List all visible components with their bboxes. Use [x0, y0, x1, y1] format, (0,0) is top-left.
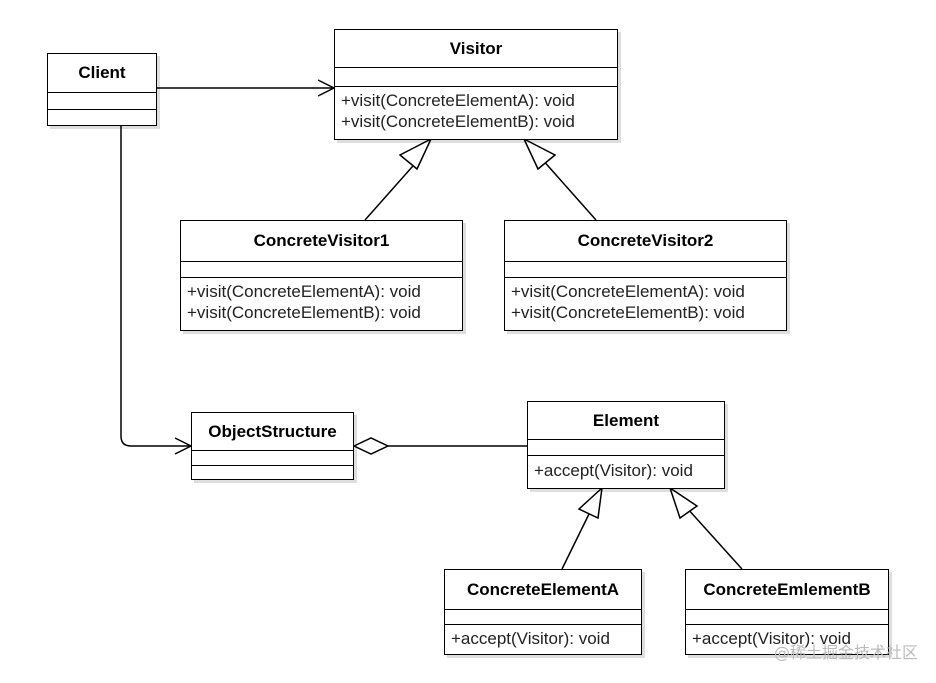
- attributes-section: [192, 451, 353, 466]
- operations-section: +visit(ConcreteElementA): void +visit(Co…: [505, 278, 786, 323]
- operation: +accept(Visitor): void: [451, 629, 610, 648]
- attributes-section: [335, 68, 617, 87]
- operations-section: +visit(ConcreteElementA): void +visit(Co…: [335, 87, 617, 132]
- class-name: ObjectStructure: [192, 413, 353, 451]
- attributes-section: [505, 262, 786, 278]
- class-concrete-element-a: ConcreteElementA +accept(Visitor): void: [444, 569, 642, 655]
- concretevisitor1-generalization-triangle: [398, 137, 433, 171]
- class-concrete-element-b: ConcreteEmlementB +accept(Visitor): void: [685, 569, 889, 655]
- concreteelementb-generalization: [686, 507, 743, 570]
- class-name: ConcreteVisitor2: [505, 221, 786, 262]
- attributes-section: [48, 93, 156, 110]
- operations-section: +accept(Visitor): void: [528, 456, 724, 481]
- concretevisitor1-generalization: [364, 157, 421, 221]
- attributes-section: [528, 440, 724, 456]
- client-objectstructure-association: [120, 126, 191, 447]
- operation: +visit(ConcreteElementB): void: [511, 303, 745, 322]
- class-client: Client: [47, 53, 157, 126]
- concretevisitor2-generalization: [540, 157, 597, 221]
- operations-section: [192, 466, 353, 478]
- class-concrete-visitor1: ConcreteVisitor1 +visit(ConcreteElementA…: [180, 220, 463, 331]
- operations-section: +accept(Visitor): void: [445, 625, 641, 649]
- operation: +accept(Visitor): void: [692, 629, 851, 648]
- attributes-section: [686, 610, 888, 625]
- concretevisitor2-generalization-triangle: [522, 137, 557, 171]
- attributes-section: [445, 610, 641, 625]
- concreteelementb-generalization-triangle: [668, 486, 699, 520]
- watermark: @稀土掘金技术社区: [773, 643, 918, 662]
- operations-section: +accept(Visitor): void: [686, 625, 888, 649]
- class-element: Element +accept(Visitor): void: [527, 401, 725, 489]
- operation: +visit(ConcreteElementA): void: [187, 282, 421, 301]
- operation: +visit(ConcreteElementB): void: [187, 303, 421, 322]
- class-name: ConcreteEmlementB: [686, 570, 888, 610]
- operations-section: +visit(ConcreteElementA): void +visit(Co…: [181, 278, 462, 323]
- operation: +visit(ConcreteElementA): void: [511, 282, 745, 301]
- concreteelementa-generalization-triangle: [577, 486, 604, 520]
- class-name: ConcreteVisitor1: [181, 221, 462, 262]
- class-name: Client: [48, 54, 156, 93]
- class-name: Visitor: [335, 30, 617, 68]
- class-concrete-visitor2: ConcreteVisitor2 +visit(ConcreteElementA…: [504, 220, 787, 331]
- attributes-section: [181, 262, 462, 278]
- class-name: Element: [528, 402, 724, 440]
- concreteelementa-generalization: [561, 511, 591, 570]
- class-name: ConcreteElementA: [445, 570, 641, 610]
- operation: +accept(Visitor): void: [534, 461, 693, 480]
- class-object-structure: ObjectStructure: [191, 412, 354, 480]
- aggregation-diamond: [352, 437, 390, 455]
- operation: +visit(ConcreteElementA): void: [341, 91, 575, 110]
- operations-section: [48, 110, 156, 124]
- operation: +visit(ConcreteElementB): void: [341, 112, 575, 131]
- class-visitor: Visitor +visit(ConcreteElementA): void +…: [334, 29, 618, 140]
